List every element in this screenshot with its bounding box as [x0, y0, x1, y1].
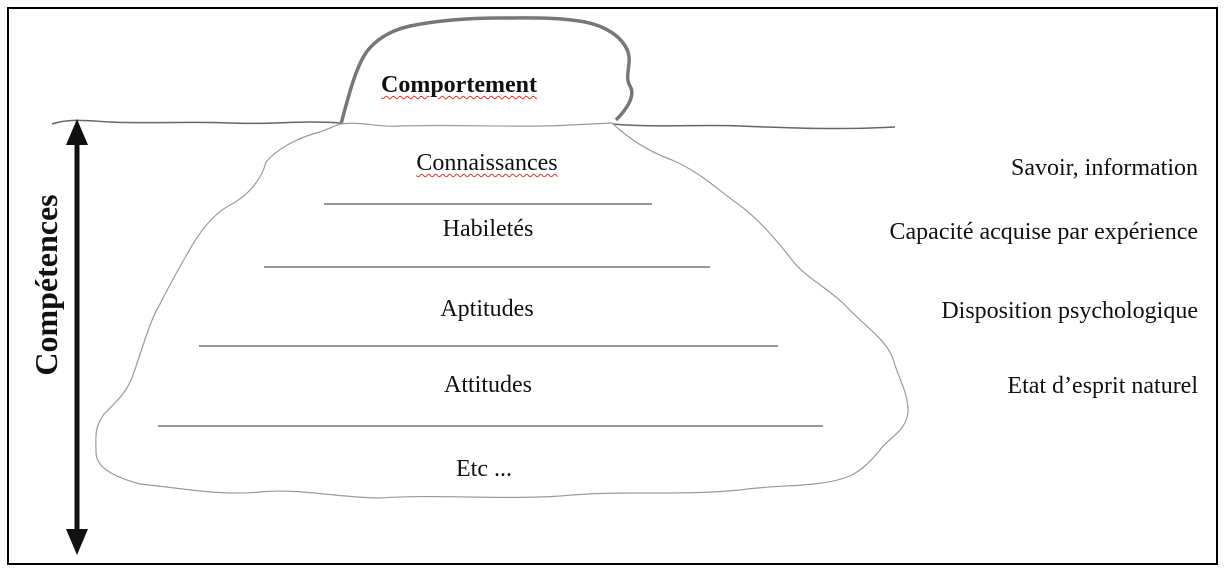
comportement-label: Comportement: [381, 73, 537, 97]
iceberg-tip-outline: [339, 16, 634, 125]
layer-description: Etat d’esprit naturel: [1007, 373, 1198, 399]
iceberg-body-outline: [95, 122, 909, 499]
layer-description: Capacité acquise par expérience: [889, 219, 1198, 245]
layer-description: Savoir, information: [1010, 155, 1198, 181]
figure-border: [7, 7, 1218, 565]
layer-label: Connaissances: [416, 151, 557, 175]
arrowhead-top: [66, 119, 88, 145]
layer-description: Disposition psychologique: [941, 298, 1198, 324]
layer-label: Attitudes: [444, 372, 532, 398]
layer-label: Etc ...: [456, 456, 512, 482]
layer-label: Aptitudes: [440, 296, 534, 322]
comportement-text: Comportement: [381, 72, 537, 98]
layer-label: Habiletés: [442, 216, 534, 242]
water-line: [51, 119, 896, 130]
competences-axis-label: Compétences: [28, 194, 64, 376]
arrowhead-bottom: [66, 529, 88, 555]
layer-name-connaissances: Connaissances: [416, 150, 558, 176]
